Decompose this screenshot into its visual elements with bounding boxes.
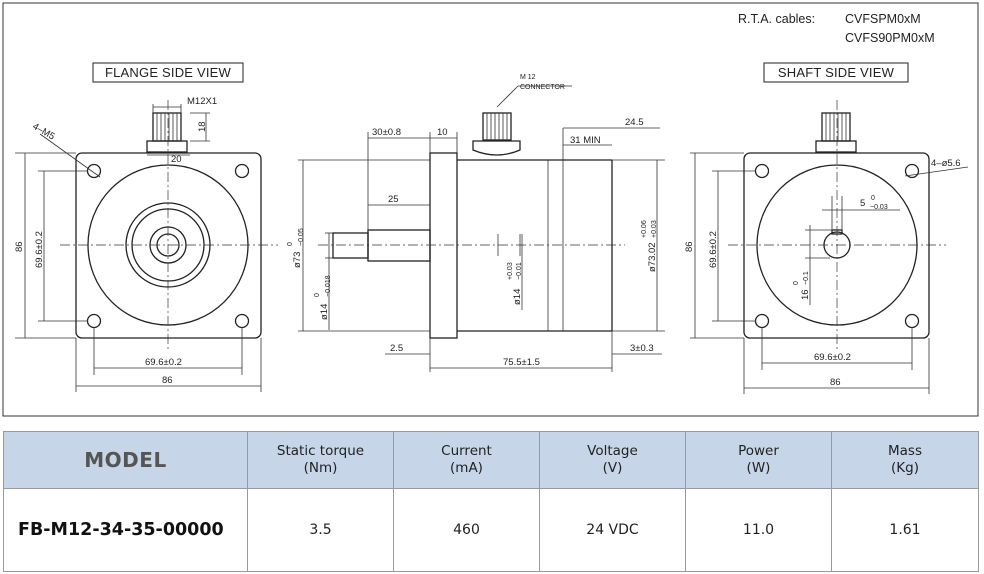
cell-model: FB-M12-34-35-00000: [3, 488, 248, 572]
shaft-key-tol-bot: −0.03: [870, 204, 888, 211]
flange-connector-base: [146, 140, 188, 153]
header-current: Current(mA): [393, 431, 540, 489]
header-model: MODEL: [3, 431, 248, 489]
shaft-keyh-tol-top: 0: [793, 281, 800, 285]
header-voltage: Voltage(V): [539, 431, 686, 489]
shaft-key-main: 5: [860, 198, 865, 209]
side-phi7302-main: ø73.02: [647, 242, 658, 272]
flange-body-square: [75, 152, 262, 339]
shaft-holes-dim: 4–ø5.6: [931, 158, 961, 169]
header-static-torque: Static torque(Nm): [247, 431, 394, 489]
side-phi73-tol-bot: −0.05: [298, 228, 305, 246]
cell-current: 460: [393, 488, 540, 572]
rta-cable-1: CVFSPM0xM: [845, 12, 921, 26]
flange-conn-height-dim: 18: [197, 121, 208, 132]
shaft-key-tol-top: 0: [871, 195, 875, 202]
side-phi14-tol-top: 0: [314, 293, 321, 297]
side-connector-base: [472, 140, 521, 156]
side-view: M 12 CONNECTOR 30±0.8 10 31 MIN: [287, 74, 665, 372]
cell-torque: 3.5: [247, 488, 394, 572]
flange-hole-tr: [234, 163, 250, 179]
shaft-hole-spacing-v-dim: 69.6±0.2: [708, 231, 719, 268]
shaft-keyh-main: 16: [800, 289, 811, 300]
rta-cable-2: CVFS90PM0xM: [845, 31, 935, 45]
side-phi14-tol-bot: −0.018: [325, 275, 332, 297]
side-flange-plate: [429, 152, 458, 339]
shaft-keyh-tol-bot: −0.1: [803, 271, 810, 285]
cell-voltage: 24 VDC: [539, 488, 686, 572]
side-phi14-main: ø14: [319, 304, 330, 320]
side-phi7302-tol-bot: +0.03: [651, 220, 658, 238]
side-phi14b-tol-bot: −0.01: [516, 262, 523, 280]
table-row: FB-M12-34-35-00000 3.5 460 24 VDC 11.0 1…: [3, 488, 979, 572]
flange-side-view: FLANGE SIDE VIEW M12X1 18 20: [14, 62, 278, 392]
side-phi73-main: ø73: [292, 252, 303, 268]
side-phi14b-main: ø14: [512, 289, 523, 305]
connector-label-2: CONNECTOR: [520, 84, 565, 91]
side-phi14b-tol-top: +0.03: [507, 262, 514, 280]
header-mass: Mass(Kg): [831, 431, 979, 489]
flange-conn-width-dim: 20: [171, 154, 182, 165]
shaft-side-view: SHAFT SIDE VIEW 4–ø5.6 5 0 −0.03 16 0 −: [684, 62, 969, 394]
side-phi7302-tol-top: +0.06: [641, 220, 648, 238]
side-dim-d3: 31 MIN: [570, 135, 601, 146]
shaft-title-box: [763, 62, 909, 83]
rta-label: R.T.A. cables:: [738, 12, 815, 26]
side-dim-d8: 3±0.3: [630, 343, 654, 354]
header-power: Power(W): [685, 431, 832, 489]
side-dim-d2: 10: [437, 127, 448, 138]
side-dim-d1: 30±0.8: [372, 127, 401, 138]
side-dim-d7: 75.5±1.5: [503, 357, 540, 368]
side-phi73-tol-top: 0: [287, 242, 294, 246]
cell-power: 11.0: [685, 488, 832, 572]
flange-width-dim: 86: [162, 375, 173, 386]
spec-table-header-row: MODEL Static torque(Nm) Current(mA) Volt…: [3, 431, 979, 489]
side-dim-d5: 25: [388, 194, 399, 205]
flange-title-box: [92, 62, 244, 83]
cell-mass: 1.61: [831, 488, 979, 572]
shaft-hole-tr: [904, 163, 920, 179]
shaft-connector-base: [815, 140, 857, 153]
connector-label-1: M 12: [520, 74, 536, 81]
side-dim-d4: 24.5: [625, 117, 644, 128]
flange-thread-dim: M12X1: [187, 96, 217, 107]
shaft-body-square: [743, 152, 930, 339]
flange-height-dim: 86: [14, 241, 25, 252]
side-connector: [482, 112, 512, 141]
spec-table: MODEL Static torque(Nm) Current(mA) Volt…: [3, 431, 979, 572]
side-dim-d6: 2.5: [390, 343, 403, 354]
flange-hole-spacing-v-dim: 69.6±0.2: [34, 231, 45, 268]
flange-hole-spacing-h-dim: 69.6±0.2: [145, 357, 182, 368]
side-motor-body: [457, 159, 613, 332]
flange-title: FLANGE SIDE VIEW: [105, 65, 232, 80]
shaft-height-dim: 86: [684, 241, 695, 252]
shaft-hole-spacing-h-dim: 69.6±0.2: [814, 352, 851, 363]
technical-drawing: R.T.A. cables: CVFSPM0xM CVFS90PM0xM FLA…: [2, 2, 979, 417]
shaft-title: SHAFT SIDE VIEW: [778, 65, 895, 80]
shaft-width-dim: 86: [830, 377, 841, 388]
